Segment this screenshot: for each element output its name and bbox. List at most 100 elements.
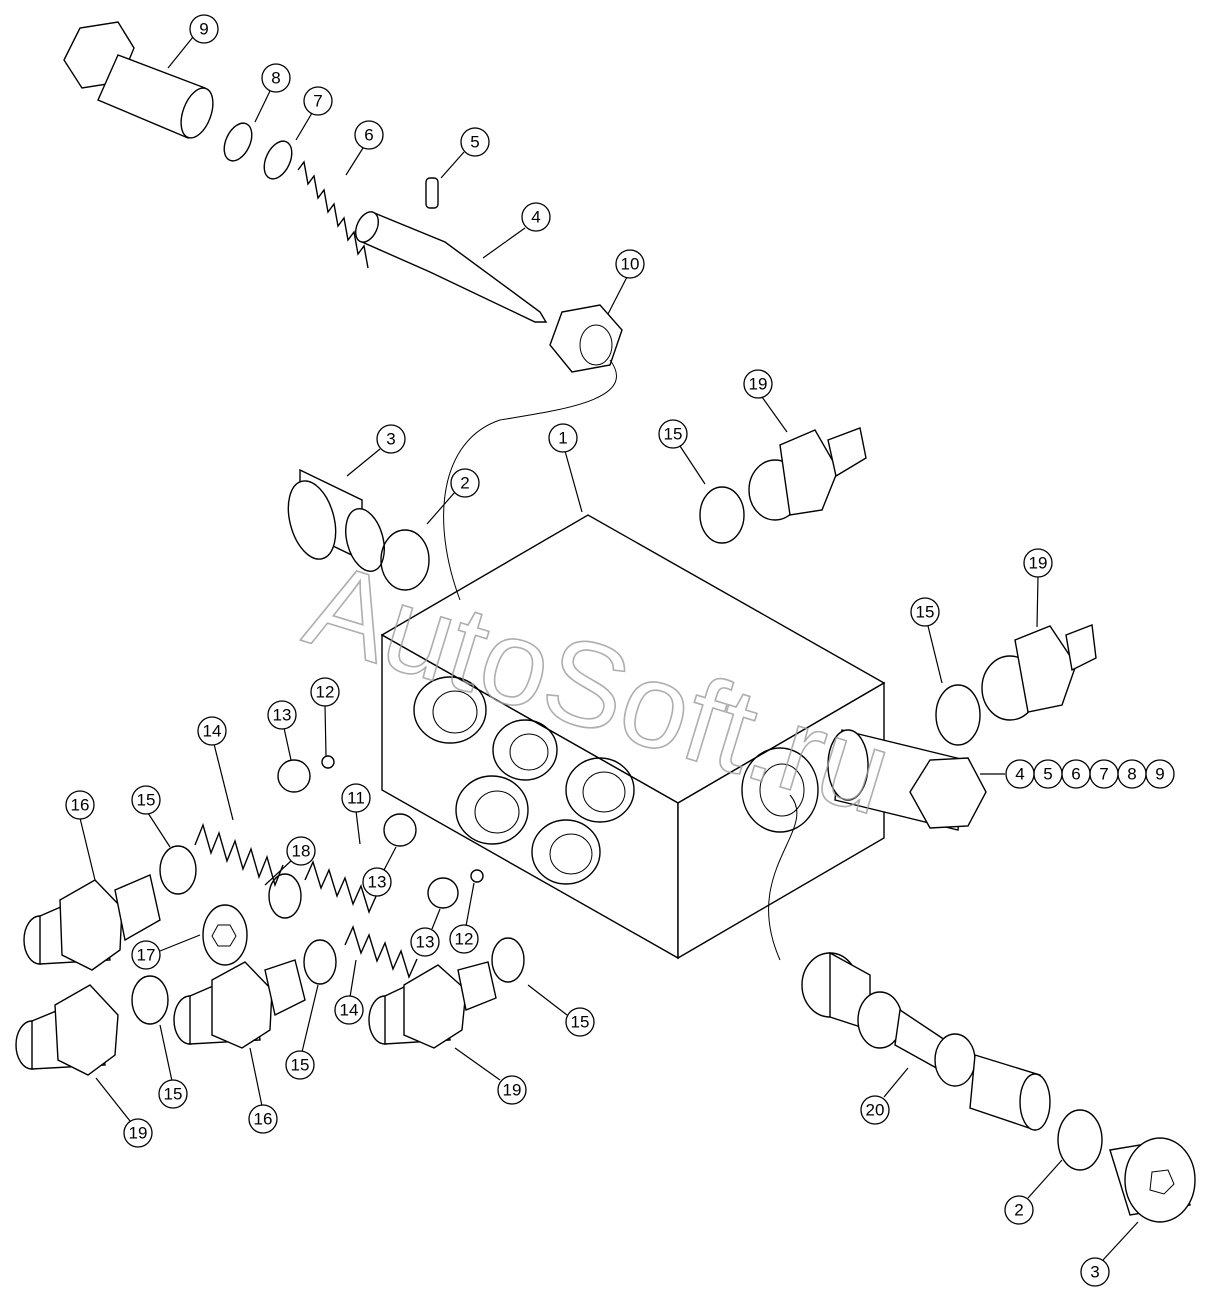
callout-8-top: 8 [254,63,291,123]
callout-13-lower: 13 [410,908,441,957]
svg-text:16: 16 [71,796,90,815]
svg-text:19: 19 [749,375,768,394]
poppet-4 [354,211,548,323]
svg-text:15: 15 [137,791,156,810]
callout-7-top: 7 [295,86,333,141]
seal-2-left [380,529,430,591]
seal-15-left [159,845,197,895]
relief-assembly-right [827,729,987,831]
seal-15-lower-mid [303,939,337,985]
callout-15-lower-mid: 15 [285,984,319,1080]
svg-text:19: 19 [1029,554,1048,573]
callout-19-right: 19 [1023,548,1053,628]
svg-text:20: 20 [866,1101,885,1120]
svg-text:11: 11 [347,789,365,808]
seal-2-lower [1057,1109,1103,1171]
svg-text:3: 3 [386,430,395,449]
callout-3-lower: 3 [1080,1221,1139,1287]
bolt-9-top [63,21,214,139]
svg-text:19: 19 [129,1124,148,1143]
svg-text:8: 8 [271,69,280,88]
seal-15-upper [699,486,745,544]
callout-12-upper: 12 [310,677,340,757]
svg-text:4: 4 [531,208,540,227]
callout-19-upper: 19 [743,369,788,433]
callout-12-lower: 12 [449,882,479,954]
fitting-19-upper [748,427,867,521]
svg-text:8: 8 [1127,765,1136,784]
svg-text:19: 19 [503,1081,522,1100]
callout-10: 10 [607,249,645,315]
seal-15-lower-right [491,937,525,983]
pin-5 [425,177,439,209]
callout-15-upper: 15 [658,419,706,485]
spring-14-lower [344,925,418,979]
ball-13-lower [427,877,459,909]
callout-13-upper: 13 [267,700,297,761]
svg-text:15: 15 [664,425,683,444]
callouts: 9 8 7 6 5 4 10 [65,14,1175,1287]
callout-15-lower-left: 15 [158,1024,188,1109]
svg-text:10: 10 [621,255,640,274]
svg-text:15: 15 [916,603,935,622]
svg-text:9: 9 [199,20,208,39]
svg-text:15: 15 [164,1085,183,1104]
callout-15-left: 15 [131,785,171,848]
fitting-19-lower-mid [368,961,497,1049]
ball-12-upper [321,755,335,769]
svg-text:5: 5 [1043,765,1052,784]
svg-text:6: 6 [364,126,373,145]
callout-1: 1 [548,423,583,513]
callout-11: 11 [341,783,371,845]
fitting-19-right [981,624,1097,721]
callout-5-top: 5 [440,127,490,179]
ball-13-mid [383,813,417,847]
fitting-16-upper [23,874,161,971]
fitting-16-lower [173,959,306,1049]
svg-text:3: 3 [1090,1263,1099,1282]
svg-text:13: 13 [368,873,387,892]
svg-text:12: 12 [316,683,335,702]
svg-text:12: 12 [455,930,474,949]
callout-9-top: 9 [167,14,219,69]
callout-15-lower-right: 15 [527,984,595,1037]
svg-text:4: 4 [1015,765,1024,784]
callout-14-upper: 14 [197,716,234,821]
svg-text:18: 18 [292,842,311,861]
svg-text:16: 16 [254,1110,273,1129]
leader-curve-20 [768,794,798,961]
callout-3-left: 3 [346,424,406,477]
svg-text:7: 7 [1099,765,1108,784]
svg-text:6: 6 [1071,765,1080,784]
callout-16-lower: 16 [248,1047,278,1134]
block-ports [413,676,819,885]
svg-text:2: 2 [1014,1201,1023,1220]
svg-text:15: 15 [291,1056,310,1075]
callout-17: 17 [131,934,201,970]
seal-15-lower-left [131,975,169,1025]
svg-text:5: 5 [470,133,479,152]
svg-text:1: 1 [558,429,567,448]
seal-15-right [935,684,981,746]
callout-16-upper: 16 [65,790,96,881]
callout-20: 20 [860,1067,909,1125]
callout-14-lower: 14 [334,959,364,1025]
ball-13-upper [277,759,311,793]
callout-6-top: 6 [345,120,384,176]
washer-7 [263,140,293,180]
callout-4-to-9: 4 5 6 7 8 9 [980,759,1175,789]
callout-19-lower-left: 19 [95,1077,153,1148]
callout-15-right: 15 [910,597,943,684]
plug-3-lower [1109,1137,1196,1223]
callout-2-left: 2 [426,468,480,525]
svg-text:13: 13 [416,933,435,952]
svg-text:13: 13 [273,706,292,725]
svg-text:15: 15 [571,1013,590,1032]
svg-text:2: 2 [460,474,469,493]
svg-text:17: 17 [137,946,156,965]
washer-8 [223,122,253,162]
svg-text:7: 7 [313,92,322,111]
callout-19-lower-mid: 19 [454,1047,527,1105]
svg-text:9: 9 [1155,765,1164,784]
